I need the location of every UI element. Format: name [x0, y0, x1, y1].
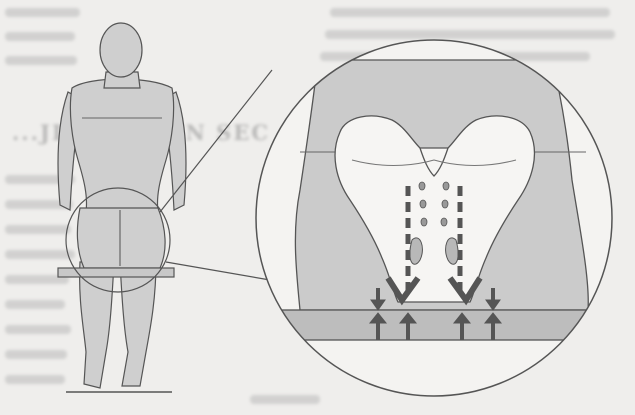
buttocks	[77, 208, 165, 268]
torso	[70, 79, 173, 212]
seat-band	[250, 310, 630, 340]
detail-view	[250, 35, 630, 405]
head	[100, 23, 142, 77]
seated-figure	[58, 23, 186, 388]
connector-bottom	[166, 262, 270, 280]
left-leg	[80, 262, 114, 388]
